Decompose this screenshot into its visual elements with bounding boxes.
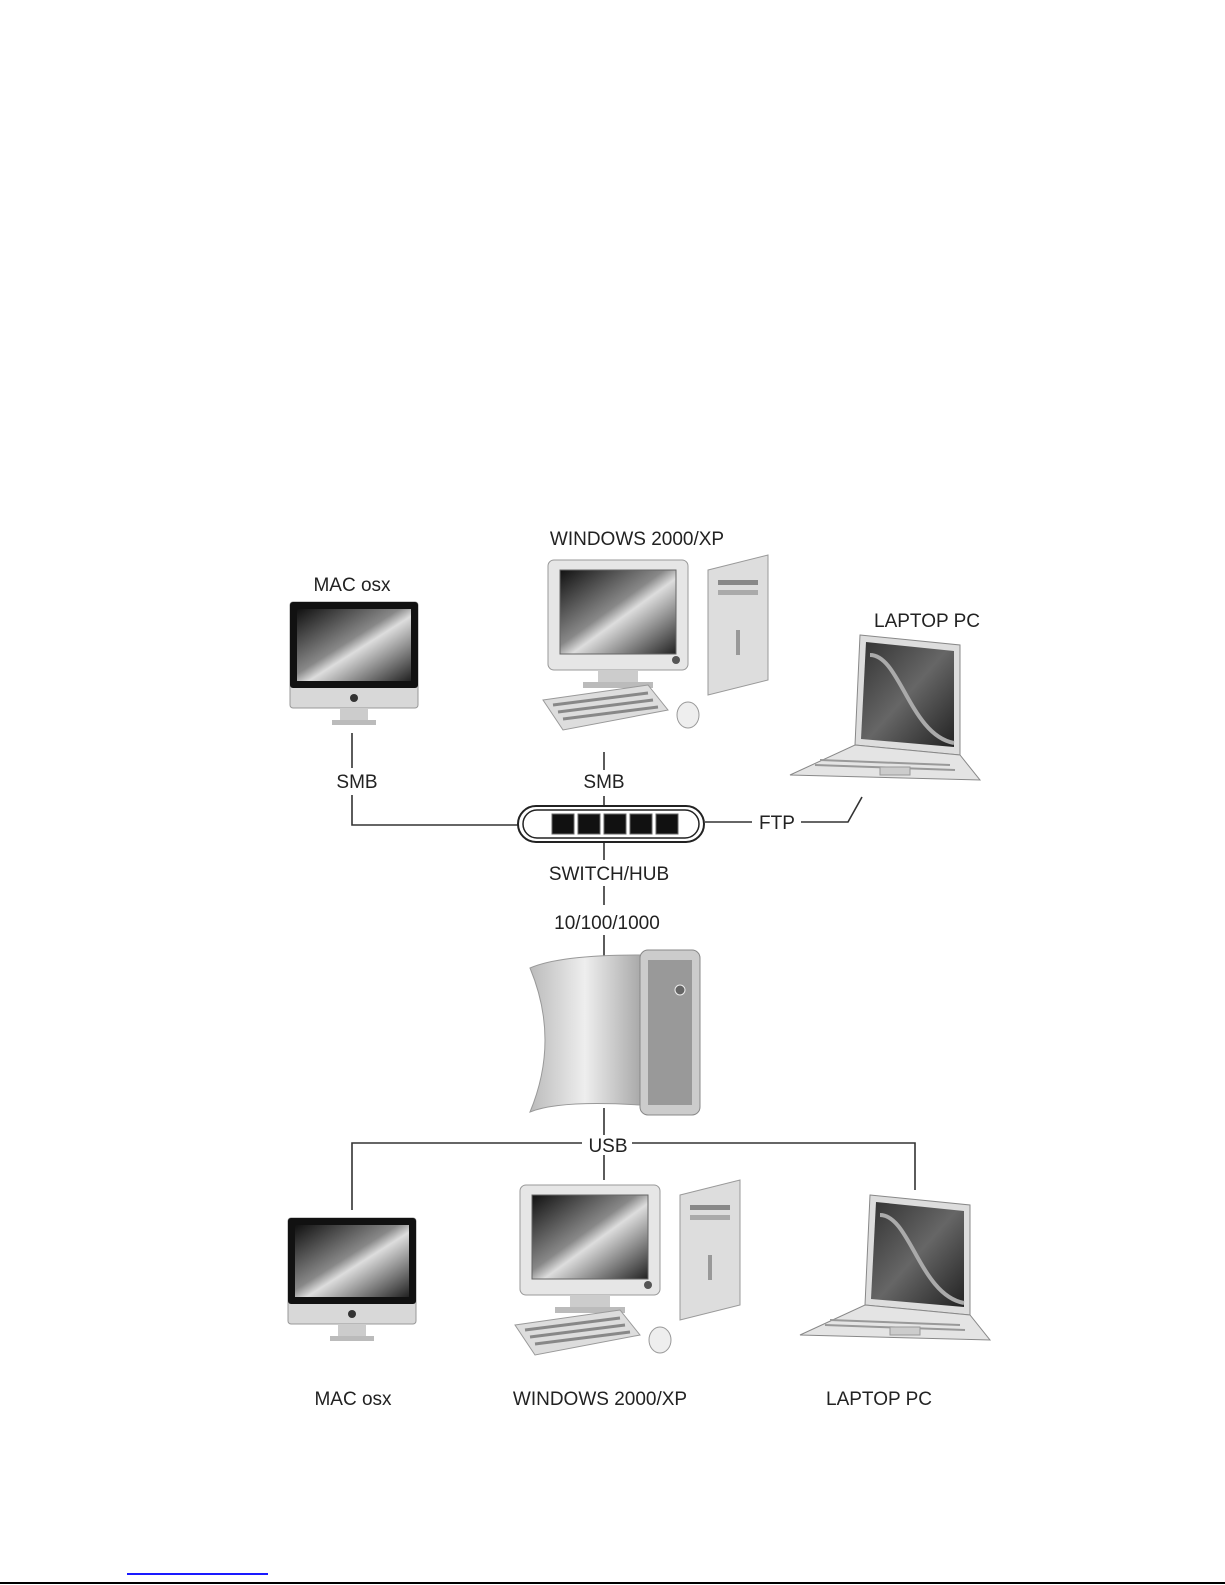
switch-label: SWITCH/HUB xyxy=(549,864,669,885)
usb-label: USB xyxy=(588,1136,627,1157)
switch-hub-icon xyxy=(517,805,705,843)
laptop-protocol-label: FTP xyxy=(759,813,795,834)
speed-label: 10/100/1000 xyxy=(554,913,660,934)
top-mac-computer-icon xyxy=(289,601,419,726)
page-bottom-rule xyxy=(0,1582,1225,1584)
top-laptop-icon xyxy=(788,633,982,782)
windows-protocol-label: SMB xyxy=(583,772,624,793)
bottom-windows-pc-icon xyxy=(513,1178,742,1357)
top-mac-label: MAC osx xyxy=(313,575,391,596)
connection-lines xyxy=(351,733,916,1210)
top-windows-pc-icon xyxy=(541,553,770,732)
bottom-laptop-icon xyxy=(798,1193,992,1342)
bottom-windows-label: WINDOWS 2000/XP xyxy=(513,1389,687,1410)
network-storage-icon xyxy=(529,949,701,1116)
bottom-mac-label: MAC osx xyxy=(314,1389,392,1410)
bottom-laptop-label: LAPTOP PC xyxy=(826,1389,932,1410)
top-windows-label: WINDOWS 2000/XP xyxy=(550,529,724,550)
mac-protocol-label: SMB xyxy=(336,772,377,793)
footer-link-underline[interactable] xyxy=(127,1573,268,1575)
top-laptop-label: LAPTOP PC xyxy=(874,611,980,632)
bottom-mac-computer-icon xyxy=(287,1217,417,1342)
